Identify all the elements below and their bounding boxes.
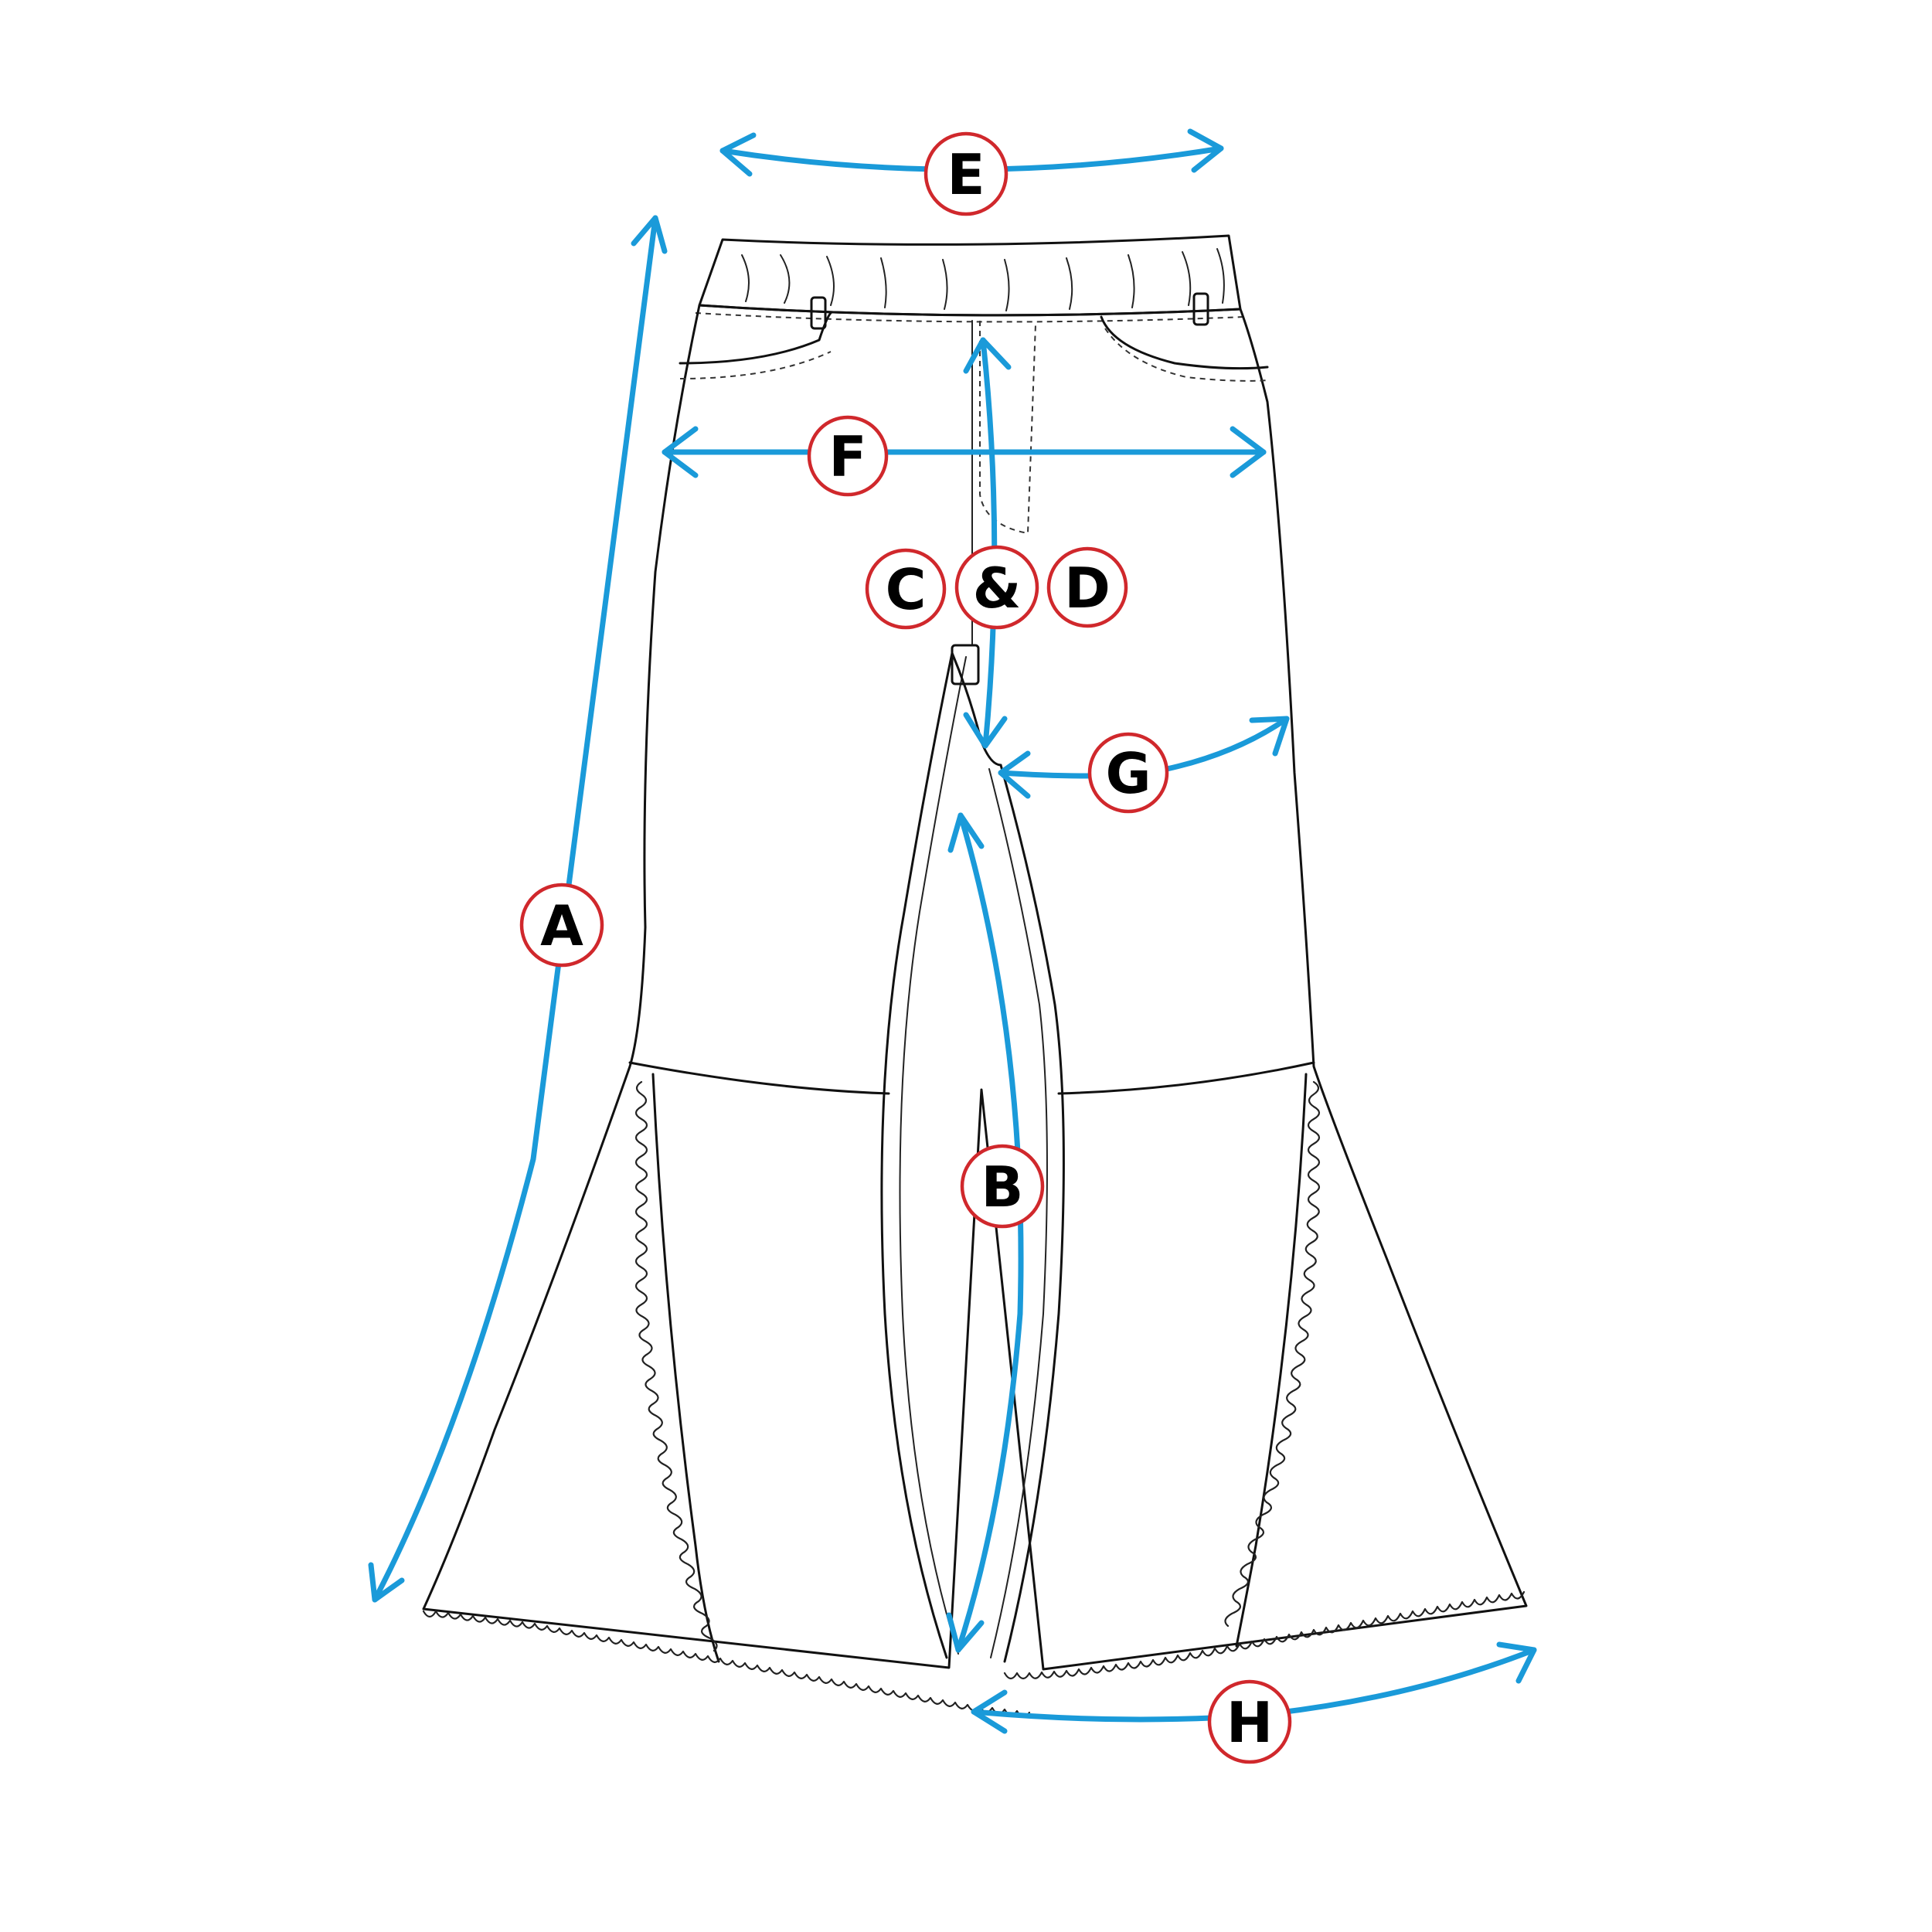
badge-g-circle	[1087, 732, 1169, 814]
badge-amp-label: &	[973, 556, 1022, 621]
badge-e-circle	[923, 131, 1009, 216]
arrow-cd-head-bottom	[963, 712, 1008, 749]
arrow-e-head-right	[1187, 128, 1224, 173]
badge-d-label: D	[1064, 556, 1111, 621]
pants-body	[422, 304, 1528, 1671]
right-inseam	[999, 764, 1065, 1663]
left-flare-inner-seam	[651, 1073, 720, 1663]
badge-h: H	[1207, 1679, 1292, 1764]
left-pocket-stitch	[679, 351, 832, 379]
badge-c-label: C	[886, 557, 927, 622]
belt-loop-left	[810, 296, 827, 330]
arrow-a-head-top	[631, 215, 668, 254]
arrow-b-inseam	[955, 812, 1024, 1653]
right-pocket	[1100, 315, 1269, 370]
badge-d: D	[1046, 546, 1128, 628]
badge-amp: &	[954, 545, 1039, 630]
badge-a-label: A	[540, 893, 583, 958]
arrow-g-head-left	[998, 750, 1031, 799]
right-flare-inner-seam	[1235, 1073, 1308, 1648]
left-inseam	[880, 651, 954, 1659]
arrow-cd-head-top	[963, 337, 1012, 374]
left-inseam-topstitch	[899, 656, 967, 1655]
right-panel-fringe	[1224, 1080, 1321, 1628]
badge-h-circle	[1207, 1679, 1292, 1764]
waistband	[698, 234, 1242, 317]
belt-loop-right	[1192, 292, 1209, 326]
badge-b-label: B	[981, 1155, 1024, 1219]
right-inseam-topstitch	[988, 768, 1048, 1658]
arrow-g-head-right	[1249, 716, 1290, 757]
arrow-b-head-bottom	[946, 1612, 985, 1653]
arrow-b-head-top	[947, 812, 985, 853]
right-hem-fringe	[1003, 1590, 1526, 1680]
measurement-badges: E F C & D G A B	[519, 131, 1292, 1764]
badge-c-circle	[865, 548, 947, 630]
left-knee-seam	[628, 1061, 890, 1095]
arrow-h-head-right	[1496, 1641, 1537, 1684]
fly-tab	[951, 644, 980, 685]
arrow-a-head-bottom	[368, 1562, 405, 1603]
waistband-gathers	[741, 248, 1225, 311]
arrow-cd-rise	[980, 337, 998, 749]
badge-a: A	[519, 883, 604, 968]
badge-f-label: F	[828, 424, 866, 489]
badge-a-circle	[519, 883, 604, 968]
left-hem-fringe	[422, 1610, 1031, 1718]
badge-b-circle	[960, 1144, 1045, 1229]
left-panel-fringe	[634, 1080, 718, 1652]
badge-e: E	[923, 131, 1009, 216]
badge-f: F	[807, 415, 889, 497]
left-pocket	[679, 311, 832, 365]
arrow-e-head-left	[719, 132, 757, 177]
badge-f-circle	[807, 415, 889, 497]
badge-e-label: E	[947, 142, 985, 207]
arrow-f-head-right	[1230, 426, 1267, 478]
badge-b: B	[960, 1144, 1045, 1229]
badge-g: G	[1087, 732, 1169, 814]
badge-amp-circle	[954, 545, 1039, 630]
right-knee-seam	[1057, 1061, 1315, 1095]
arrow-a-outseam	[372, 215, 658, 1603]
badge-d-circle	[1046, 546, 1128, 628]
arrow-h-head-left	[971, 1689, 1008, 1734]
badge-c: C	[865, 548, 947, 630]
arrow-f-head-left	[662, 426, 699, 478]
badge-h-label: H	[1226, 1690, 1273, 1755]
right-pocket-stitch	[1104, 328, 1270, 382]
measurement-arrows	[368, 128, 1537, 1734]
badge-g-label: G	[1105, 741, 1151, 806]
pants-illustration	[422, 234, 1528, 1718]
